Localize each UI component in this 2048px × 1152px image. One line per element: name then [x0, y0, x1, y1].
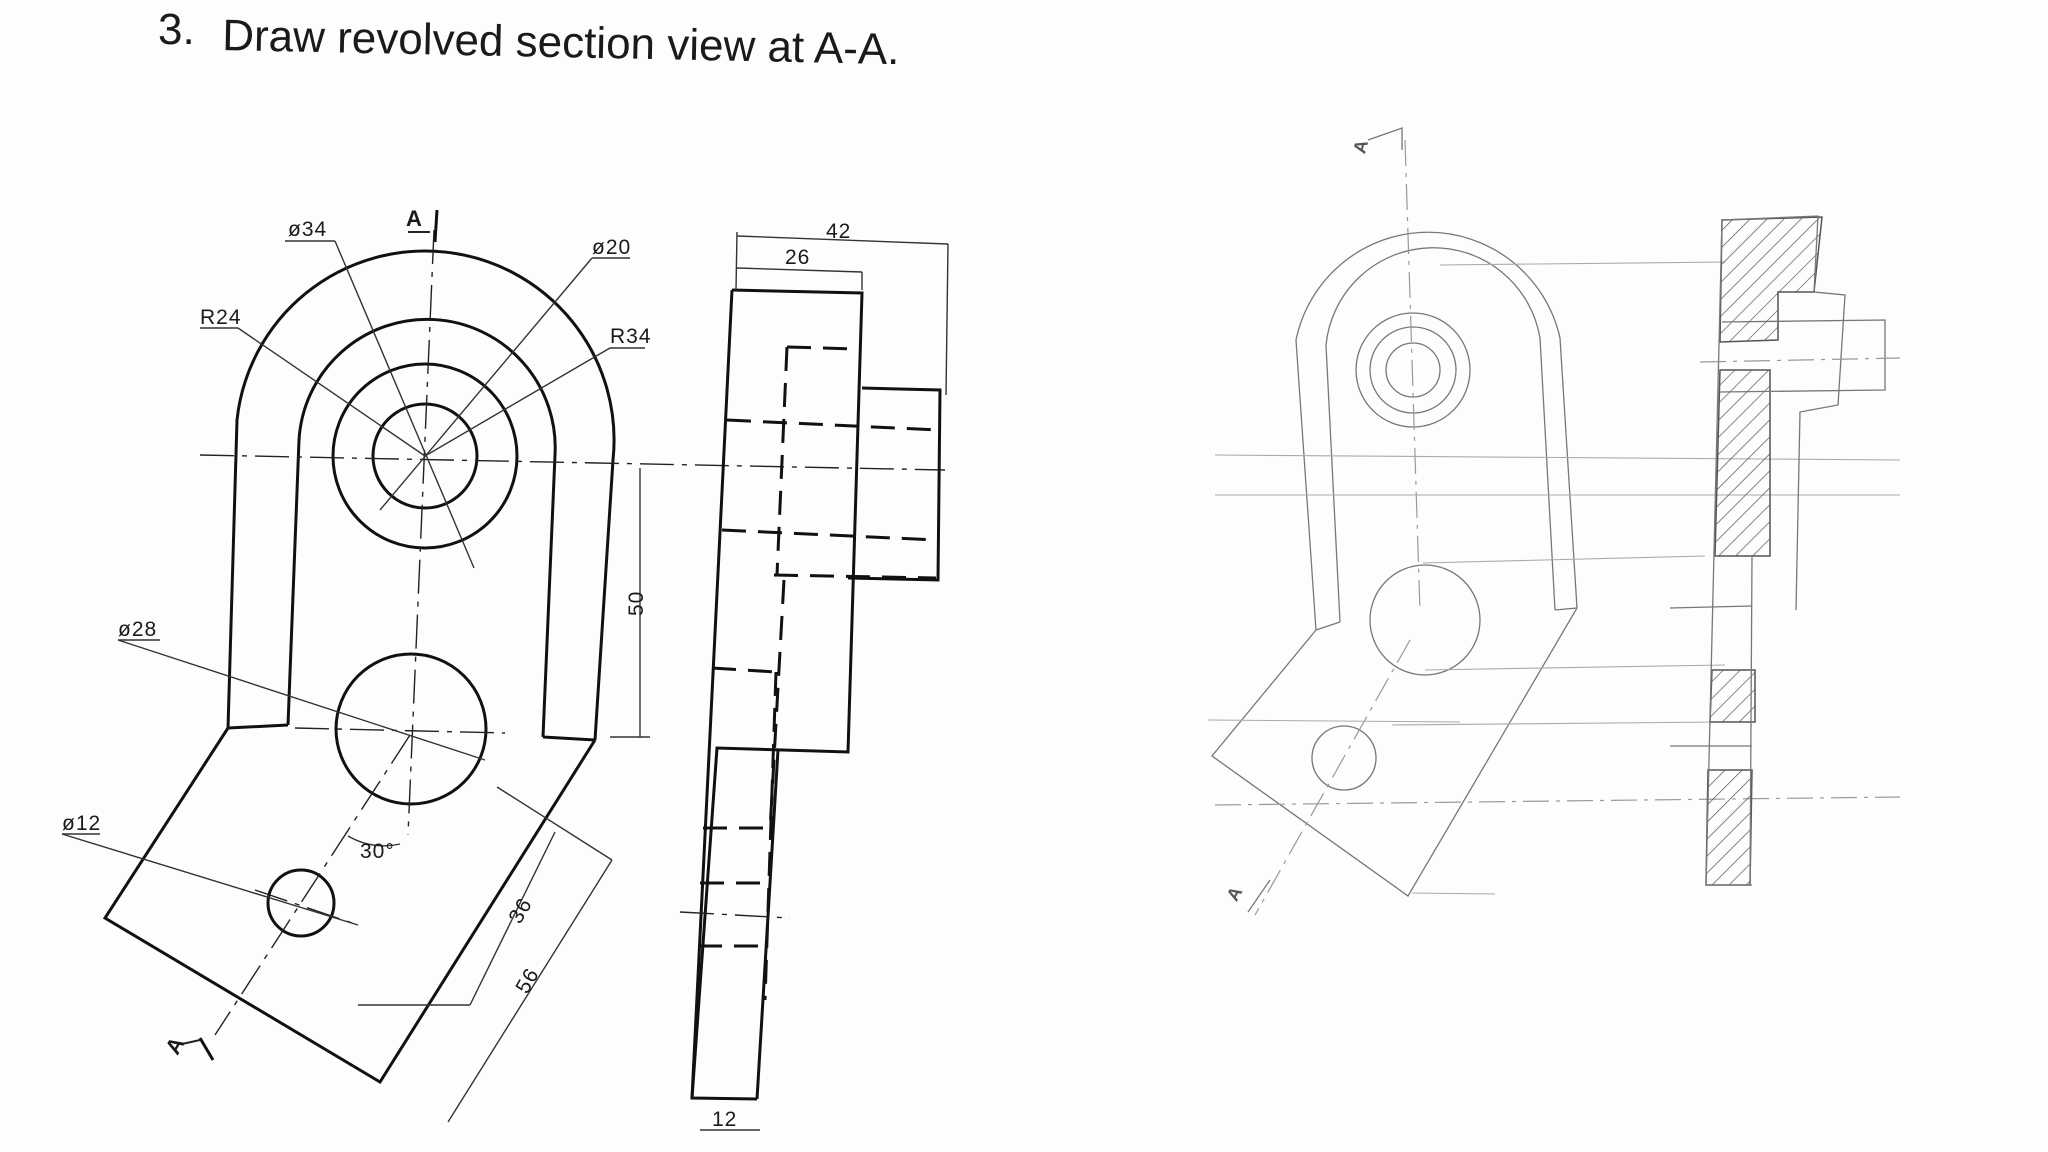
dim-dia-34: ø34 — [288, 218, 327, 241]
front-view-dimensions: ø34 ø20 R24 R34 ø28 ø12 30° 50 36 56 — [61, 218, 652, 1123]
hole28-centerline — [294, 727, 506, 734]
dim-angle-30: 30° — [360, 840, 395, 863]
right-arm-bottom — [542, 735, 596, 742]
dim-radius-34: R34 — [610, 325, 652, 348]
solution-hole-28 — [1369, 564, 1481, 676]
dim-thickness-12: 12 — [712, 1108, 737, 1131]
side-boss — [847, 386, 942, 582]
dim-dia-28: ø28 — [118, 618, 157, 641]
hole-12-circle — [266, 868, 336, 938]
boss-outer-circle — [331, 362, 519, 550]
dim-radius-24: R24 — [200, 306, 242, 329]
dim-width-26: 26 — [785, 246, 810, 269]
dim-dia-12: ø12 — [62, 812, 101, 835]
horizontal-centerline — [199, 454, 946, 471]
solution-boss-inner — [1385, 342, 1441, 398]
dim-length-50: 50 — [625, 591, 648, 616]
section-line-a-a — [214, 734, 411, 1036]
lower-block — [102, 727, 597, 1085]
section-letter-top: A — [406, 206, 422, 231]
solution-side-section — [1669, 215, 1901, 886]
solution-front-view: A A — [1207, 127, 1901, 916]
question-number: 3. — [158, 5, 195, 54]
solution-boss-middle — [1369, 326, 1457, 414]
hole-28-circle — [334, 652, 488, 806]
solution-letter-bottom: A — [1222, 883, 1246, 904]
hatched-section — [1719, 216, 1823, 343]
dim-width-42: 42 — [826, 220, 851, 243]
solution-hole-12 — [1311, 725, 1377, 791]
question-text: Draw revolved section view at A-A. — [222, 11, 900, 74]
section-arrow-bottom — [198, 1037, 215, 1061]
left-arm-bottom — [227, 723, 289, 730]
solution-letter-top: A — [1349, 138, 1372, 156]
hole12-centerline — [254, 889, 359, 926]
side-view: 42 26 12 — [679, 220, 949, 1131]
dim-dia-20: ø20 — [592, 236, 631, 259]
section-letter-bottom: A — [160, 1032, 190, 1058]
vertical-centerline — [407, 229, 435, 836]
section-arrow-top — [433, 209, 439, 243]
solution-boss-outer — [1355, 312, 1471, 428]
dim-length-36: 36 — [504, 894, 537, 927]
outer-u-profile — [226, 249, 616, 741]
inner-u-slot — [286, 317, 557, 738]
side-plate-left-edge — [690, 289, 734, 1099]
dim-length-56: 56 — [511, 964, 544, 997]
boss-inner-circle — [371, 402, 479, 510]
side-plate — [690, 288, 864, 1101]
front-view: A A — [102, 206, 946, 1085]
